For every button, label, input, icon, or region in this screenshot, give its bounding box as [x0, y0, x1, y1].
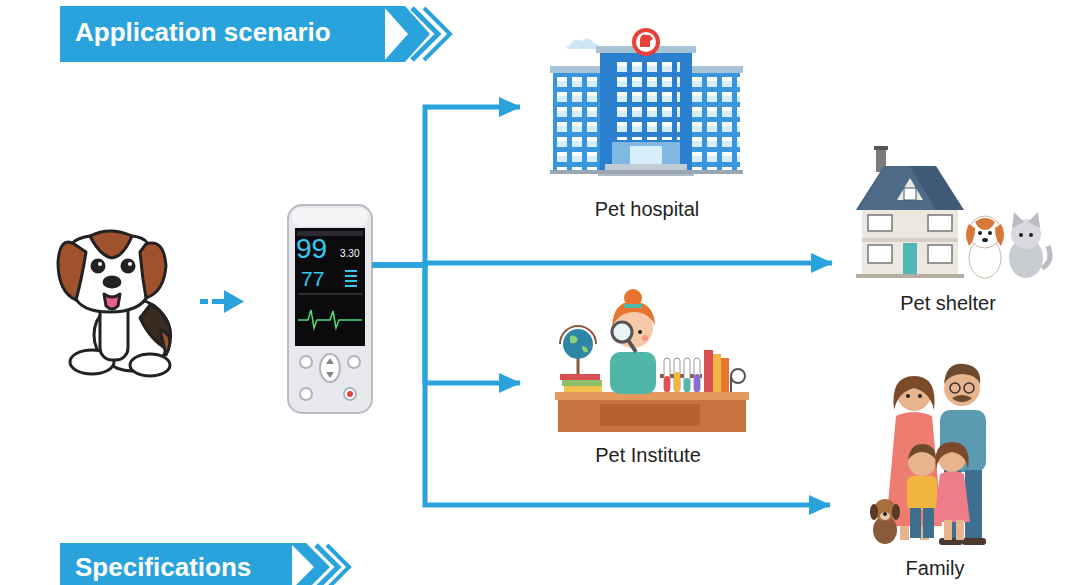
monitor-device — [288, 205, 372, 413]
pulse-value: 77 — [301, 268, 324, 289]
destination: Pet hospital — [520, 28, 770, 228]
destination: Family — [830, 368, 1070, 583]
spo2-value: 99 — [296, 235, 327, 263]
node-caption: Pet Institute — [595, 444, 701, 467]
node-caption: Family — [906, 557, 965, 580]
destination: Pet shelter — [832, 140, 1072, 320]
flow-connector — [372, 263, 832, 265]
flow-arrow — [200, 290, 244, 313]
node-caption: Pet hospital — [595, 198, 700, 221]
section-banner — [60, 6, 450, 62]
destination: Pet Institute — [520, 285, 780, 475]
banner-title: Specifications — [75, 552, 251, 583]
flow-connector — [372, 265, 520, 383]
monitor-screen: 99 77 3.30 — [288, 205, 372, 413]
flow-connector — [372, 265, 830, 505]
institute-illustration — [555, 289, 749, 432]
section-banner — [60, 543, 349, 585]
hospital-illustration — [550, 28, 743, 176]
pi-value: 3.30 — [340, 249, 359, 259]
dog-illustration — [58, 231, 171, 376]
shelter-illustration — [856, 146, 1050, 278]
flow-connector — [372, 107, 520, 265]
node-caption: Pet shelter — [900, 292, 996, 315]
family-illustration — [870, 364, 986, 545]
banner-title: Application scenario — [75, 17, 331, 48]
